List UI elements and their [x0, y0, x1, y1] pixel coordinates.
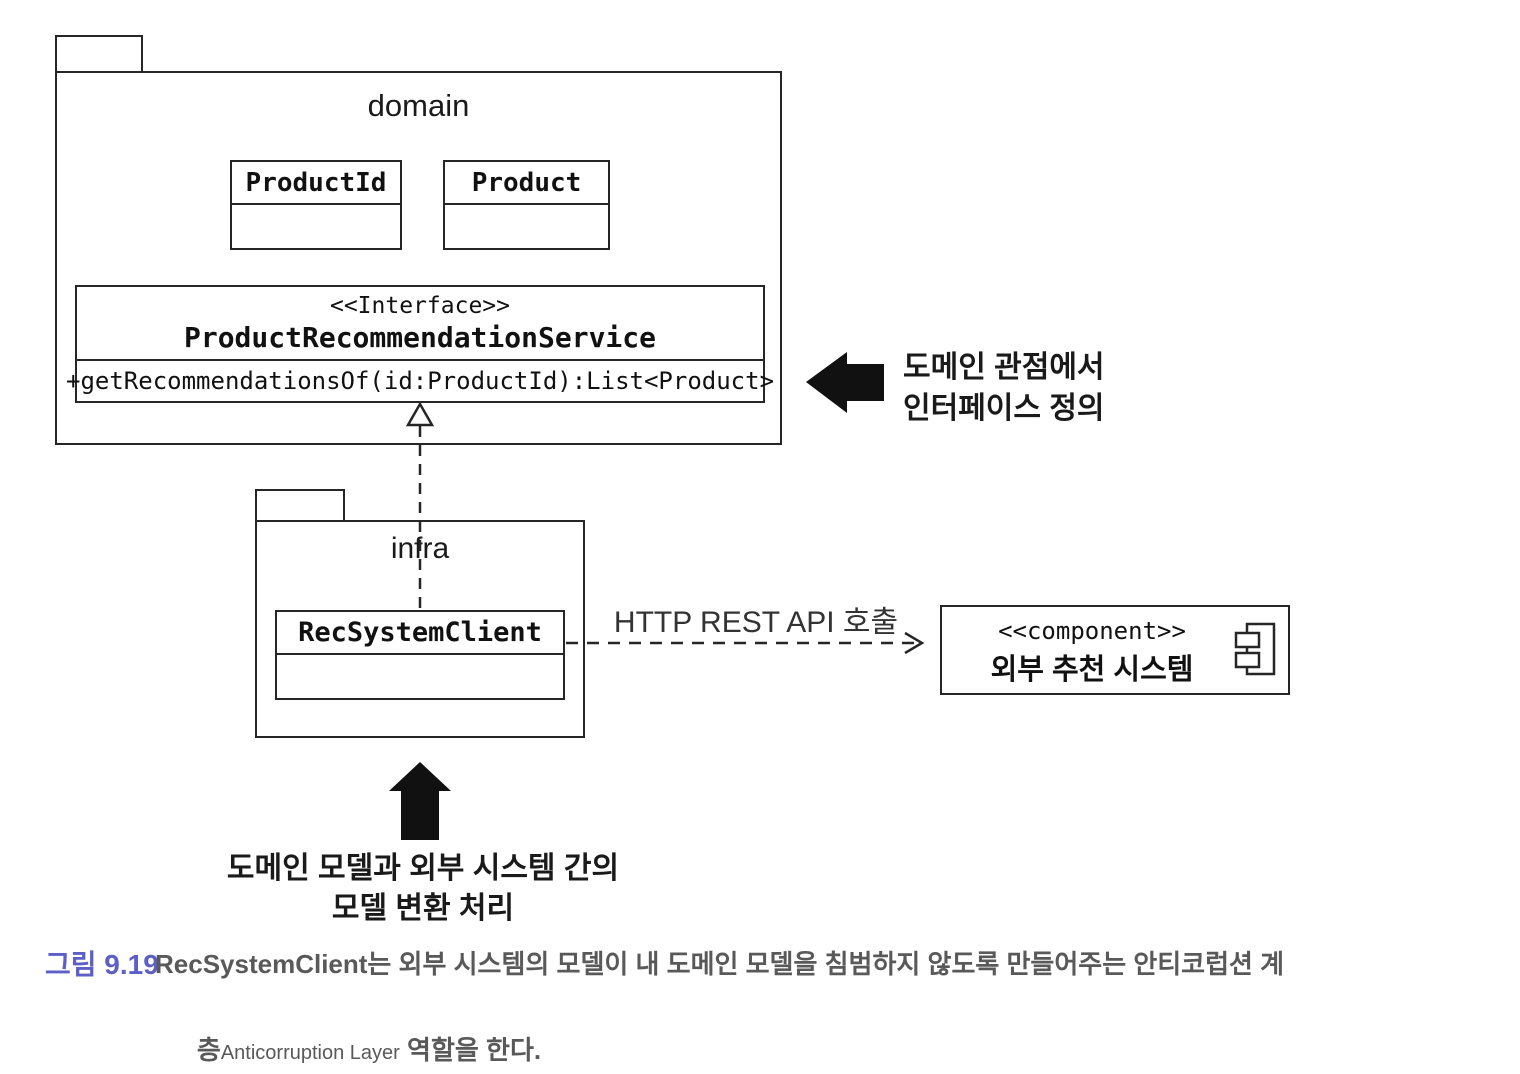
external-component-text: <<component>> 외부 추천 시스템	[942, 607, 1242, 695]
component-name: 외부 추천 시스템	[990, 653, 1194, 686]
class-product-compartment	[445, 205, 608, 248]
interface-method: +getRecommendationsOf(id:ProductId):List…	[66, 367, 775, 395]
caption-figure-label: 그림 9.19	[45, 949, 159, 980]
caption-line2-prefix: 층	[196, 1035, 221, 1065]
infra-package-tab	[255, 489, 345, 522]
interface-note-line2: 인터페이스 정의	[903, 392, 1105, 425]
class-product: Product	[443, 160, 610, 250]
interface-productrecommendationservice: <<Interface>> ProductRecommendationServi…	[66, 285, 775, 403]
interface-note: 도메인 관점에서 인터페이스 정의	[903, 347, 1105, 429]
caption-line2: 층Anticorruption Layer 역할을 한다.	[168, 999, 541, 1074]
class-recsystemclient-compartment	[277, 655, 563, 698]
interface-note-line1: 도메인 관점에서	[903, 351, 1105, 384]
rest-api-arrowhead-icon	[904, 631, 925, 655]
external-component-box: <<component>> 외부 추천 시스템	[940, 605, 1290, 695]
caption-line2-suffix: 역할을 한다.	[399, 1035, 542, 1065]
component-icon	[1234, 622, 1276, 676]
interface-name: ProductRecommendationService	[183, 320, 656, 354]
class-recsystemclient-name: RecSystemClient	[277, 612, 563, 655]
class-recsystemclient: RecSystemClient	[275, 610, 565, 700]
translation-note: 도메인 모델과 외부 시스템 간의 모델 변환 처리	[212, 849, 634, 929]
domain-package-tab	[55, 35, 143, 73]
caption-line2-english: Anticorruption Layer	[220, 1042, 400, 1064]
translation-note-line2: 모델 변환 처리	[331, 892, 515, 925]
interface-stereotype: <<Interface>>	[329, 292, 510, 319]
class-productid-compartment	[232, 205, 400, 248]
class-productid-name: ProductId	[232, 162, 400, 205]
class-productid: ProductId	[230, 160, 402, 250]
rest-api-call-label: HTTP REST API 호출	[613, 606, 899, 639]
infra-package-label: infra	[390, 532, 450, 565]
component-stereotype: <<component>>	[998, 616, 1186, 645]
translation-note-line1: 도메인 모델과 외부 시스템 간의	[226, 852, 620, 885]
up-arrow-icon	[389, 762, 451, 840]
caption-line1: RecSystemClient는 외부 시스템의 모델이 내 도메인 모델을 침…	[155, 949, 1285, 979]
domain-package-label: domain	[367, 88, 470, 123]
class-product-name: Product	[445, 162, 608, 205]
interface-header: <<Interface>> ProductRecommendationServi…	[77, 287, 763, 361]
left-arrow-icon	[806, 352, 884, 413]
